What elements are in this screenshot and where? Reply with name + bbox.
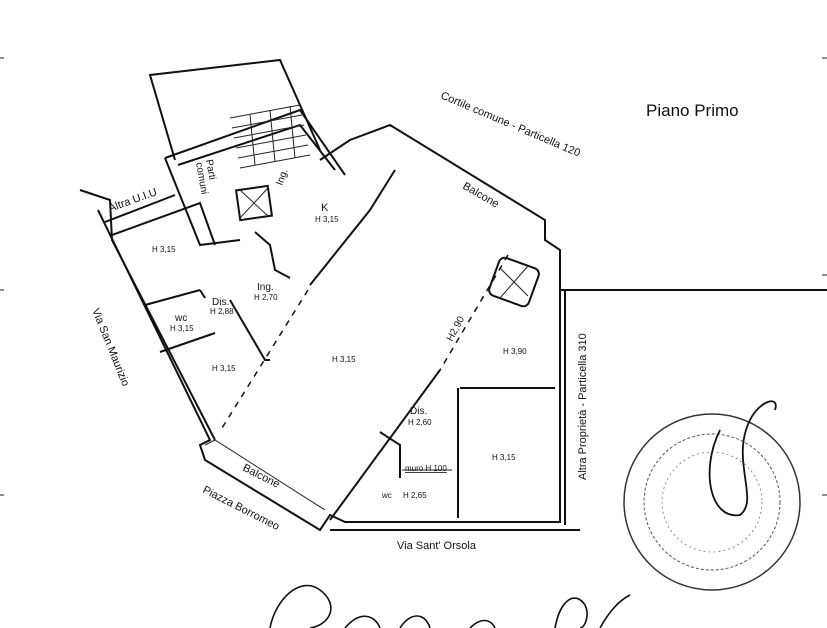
room-labels: H 3,15 K H 3,15 Ing. H 2,70 Dis. H 2,88 … xyxy=(152,202,527,500)
room-height: H 3,15 xyxy=(152,245,176,254)
label-via-sant-orsola: Via Sant' Orsola xyxy=(397,540,477,552)
label-muro: muro H 100 xyxy=(405,464,447,473)
room-height: H 3,15 xyxy=(212,364,236,373)
room-name: Dis. xyxy=(410,406,427,417)
room-height: H 2,65 xyxy=(403,491,427,500)
room-name: Dis. xyxy=(212,297,229,308)
room-name: wc xyxy=(381,491,392,500)
plan-title: Piano Primo xyxy=(646,101,739,120)
room-name: Ing. xyxy=(257,282,274,293)
room-height: H 3,15 xyxy=(492,453,516,462)
room-height: H 3,15 xyxy=(332,355,356,364)
official-stamp xyxy=(623,400,801,591)
room-height: H 2,88 xyxy=(210,307,234,316)
room-height: H 3,15 xyxy=(315,215,339,224)
room-height: H 2,70 xyxy=(254,293,278,302)
label-altra-proprieta: Altra Proprietà - Particella 310 xyxy=(577,333,589,480)
room-height: H 3,15 xyxy=(170,324,194,333)
label-piazza-borromeo: Piazza Borromeo xyxy=(201,484,282,533)
margin-ticks xyxy=(0,57,827,496)
building-walls xyxy=(79,58,827,532)
room-height: H 2,60 xyxy=(408,418,432,427)
signature xyxy=(269,584,631,628)
label-via-san-maurizio: Via San Maurizio xyxy=(89,307,131,388)
room-height: H 3,90 xyxy=(503,347,527,356)
room-name: K xyxy=(321,202,329,214)
label-balcone-top: Balcone xyxy=(461,180,501,210)
label-cortile: Cortile comune - Particella 120 xyxy=(439,90,582,160)
room-name: wc xyxy=(174,313,187,324)
label-parti: Parti xyxy=(203,159,217,181)
label-ing-small: Ing. xyxy=(274,168,290,187)
stairs xyxy=(229,104,311,169)
